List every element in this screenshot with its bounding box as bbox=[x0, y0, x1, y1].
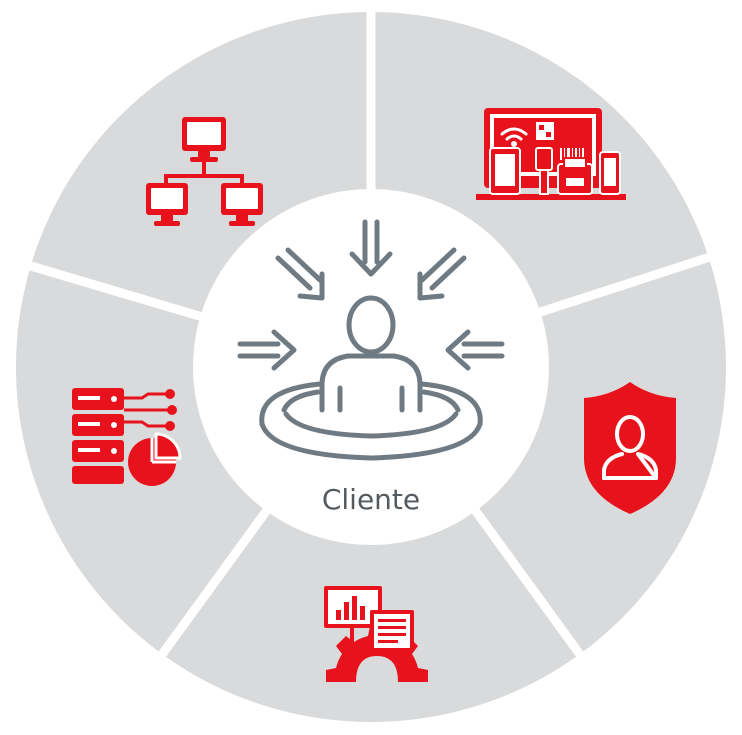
center-circle bbox=[193, 189, 549, 545]
person-body-icon bbox=[319, 353, 423, 413]
connected-devices-icon bbox=[476, 108, 626, 200]
person-head-icon bbox=[346, 295, 396, 355]
ring-outer-icon bbox=[259, 381, 323, 427]
top-right-arrow-icon bbox=[417, 247, 467, 301]
left-arrow-icon bbox=[237, 329, 297, 371]
person-surrounded-by-inward-arrows-icon bbox=[237, 219, 505, 461]
server-data-chart-icon bbox=[72, 388, 182, 486]
top-left-arrow-icon bbox=[275, 247, 325, 301]
top-arrow-icon bbox=[349, 219, 393, 277]
wifi-icon bbox=[500, 127, 528, 141]
computer-network-icon bbox=[146, 117, 263, 226]
right-arrow-icon bbox=[445, 329, 505, 371]
analytics-dashboard-gear-icon bbox=[324, 586, 428, 682]
bar-chart-icon bbox=[336, 596, 365, 620]
qr-code-icon bbox=[536, 122, 554, 140]
barcode-icon bbox=[560, 148, 584, 160]
center-label: Cliente bbox=[322, 483, 420, 516]
ring-front-icon bbox=[259, 421, 483, 461]
user-shield-icon bbox=[584, 382, 676, 514]
